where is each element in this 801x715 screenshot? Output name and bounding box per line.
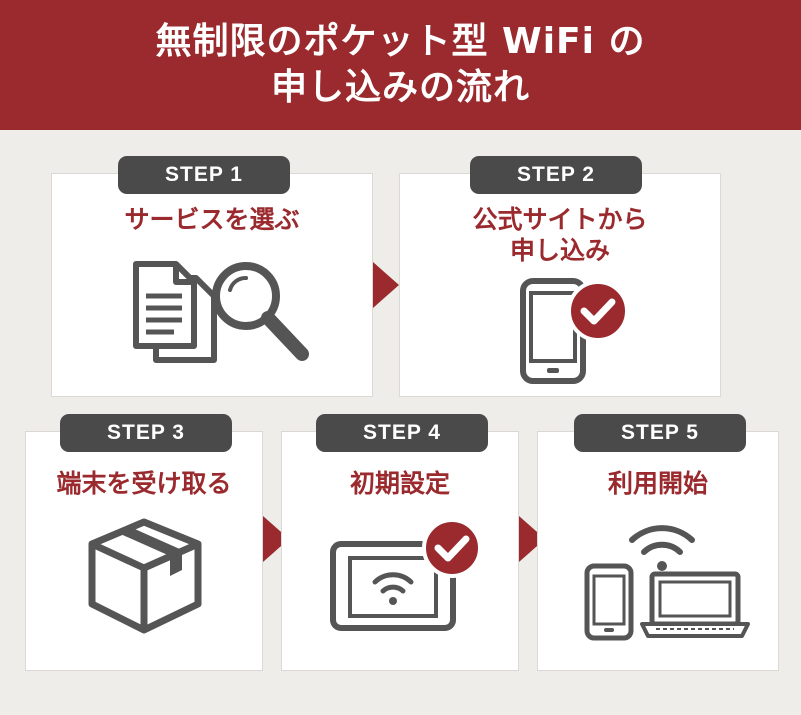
document-magnifier-icon	[133, 261, 309, 363]
step-4-title: 初期設定	[349, 469, 450, 498]
step-4-card: 初期設定	[282, 432, 518, 670]
header-banner: 無制限のポケット型 WiFi の 申し込みの流れ	[0, 0, 801, 130]
phone-laptop-wifi-icon	[584, 525, 750, 641]
page-title-line-2: 申し込みの流れ	[270, 67, 530, 108]
step-1-title: サービスを選ぶ	[124, 205, 300, 234]
arrow-step-1-to-2	[373, 262, 399, 308]
step-5-title: 利用開始	[607, 469, 708, 498]
step-1-tab: STEP 1	[118, 156, 290, 194]
step-5-tab: STEP 5	[574, 414, 746, 452]
step-3-title: 端末を受け取る	[56, 469, 232, 498]
step-1-card: サービスを選ぶ	[52, 174, 372, 396]
step-5-card: 利用開始	[538, 432, 778, 670]
step-2-title-line-1: 公式サイトから	[472, 205, 648, 234]
package-box-icon	[88, 518, 202, 634]
step-3-card: 端末を受け取る	[26, 432, 262, 670]
step-2-card: 公式サイトから 申し込み	[400, 174, 720, 396]
step-2-title-line-2: 申し込み	[509, 236, 610, 265]
page-title-line-1: 無制限のポケット型 WiFi の	[155, 21, 646, 62]
step-3-tab: STEP 3	[60, 414, 232, 452]
step-2-tab: STEP 2	[470, 156, 642, 194]
step-4-tab: STEP 4	[316, 414, 488, 452]
smartphone-check-icon	[520, 278, 629, 384]
pocket-wifi-check-icon	[330, 518, 482, 631]
